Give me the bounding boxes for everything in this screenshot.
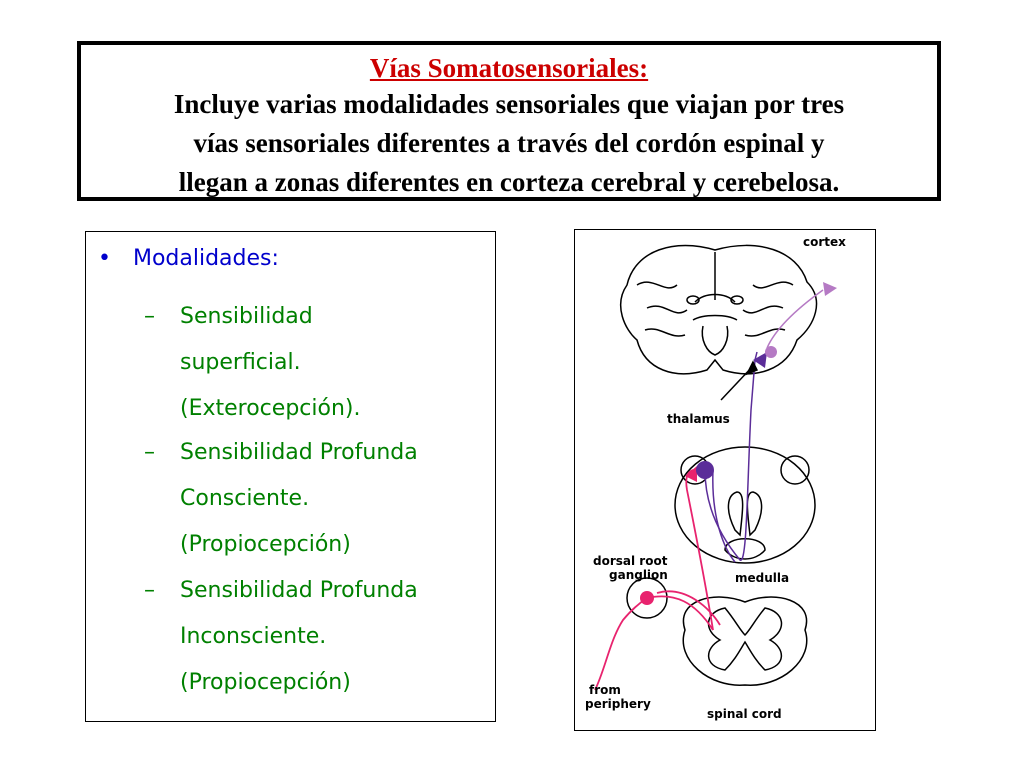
thalamus-pointer-arrow: [720, 360, 759, 401]
slide-description-line-3: llegan a zonas diferentes en corteza cer…: [178, 167, 840, 197]
slide-description-line-2: vías sensoriales diferentes a través del…: [193, 128, 825, 158]
medulla-outline: [674, 446, 816, 564]
cortex-pathway: [766, 289, 824, 349]
cortex-terminal: [823, 282, 837, 296]
thalamus-violet-terminal: [753, 352, 767, 368]
label-medulla: medulla: [735, 571, 789, 585]
ganglion-cell-body: [640, 591, 654, 605]
slide-heading: Vías Somatosensoriales:: [369, 53, 649, 83]
modalities-list-box: • Modalidades: – Sensibilidad superficial…: [85, 231, 496, 722]
pathway-diagram: cortex thalamus dorsal root ganglion med…: [585, 235, 846, 721]
label-from: from: [589, 683, 621, 697]
spinal-cord-outline: [682, 596, 808, 686]
list-item-line: (Exterocepción).: [180, 396, 361, 421]
label-cortex: cortex: [803, 235, 846, 249]
title-box: Vías Somatosensoriales: Incluye varias m…: [77, 41, 941, 201]
dash-bullet: –: [144, 578, 155, 603]
list-item-line: Inconsciente.: [180, 624, 327, 649]
label-periphery: periphery: [585, 697, 651, 711]
list-item-line: (Propiocepción): [180, 670, 351, 695]
dorsal-root-ganglion: [626, 577, 668, 619]
ascending-pathway: [704, 351, 758, 563]
thalamus-cell: [765, 346, 777, 358]
medulla-magenta-terminal: [685, 466, 697, 482]
list-item: – Sensibilidad Profunda Inconsciente. (P…: [144, 568, 418, 706]
brain-outline: [619, 244, 818, 375]
list-item-line: Consciente.: [180, 486, 310, 511]
list-item: – Sensibilidad superficial. (Exterocepci…: [144, 294, 360, 432]
label-spinal-cord: spinal cord: [707, 707, 782, 721]
label-thalamus: thalamus: [667, 412, 730, 426]
list-item-line: superficial.: [180, 350, 301, 375]
label-ganglion: ganglion: [609, 568, 668, 582]
medulla-violet-cell: [696, 461, 714, 479]
modalities-heading-row: • Modalidades:: [98, 246, 279, 271]
list-item: – Sensibilidad Profunda Consciente. (Pro…: [144, 430, 418, 568]
list-item-line: Sensibilidad Profunda: [180, 578, 418, 603]
list-item-line: (Propiocepción): [180, 532, 351, 557]
bullet-icon: •: [98, 246, 111, 271]
label-dorsal-root: dorsal root: [593, 554, 668, 568]
modalities-heading: Modalidades:: [132, 246, 279, 271]
list-item-line: Sensibilidad Profunda: [180, 440, 418, 465]
somatosensory-pathway-figure: cortex thalamus dorsal root ganglion med…: [574, 229, 876, 731]
list-item-line: Sensibilidad: [180, 304, 313, 329]
slide-description-line-1: Incluye varias modalidades sensoriales q…: [173, 89, 845, 119]
dash-bullet: –: [144, 440, 155, 465]
dash-bullet: –: [144, 304, 155, 329]
